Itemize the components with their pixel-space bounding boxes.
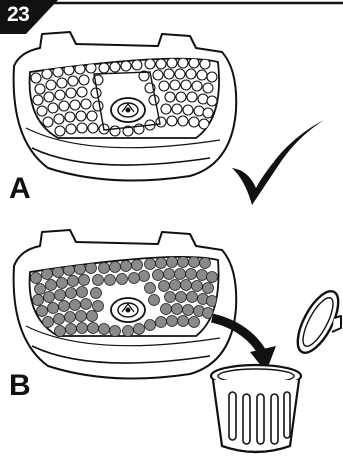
- panel-b-center-filter: [111, 298, 145, 322]
- step-number: 23: [7, 3, 29, 27]
- panel-label-a: A: [9, 174, 31, 204]
- checkmark-icon: [232, 120, 324, 205]
- panel-label-b: B: [9, 371, 31, 401]
